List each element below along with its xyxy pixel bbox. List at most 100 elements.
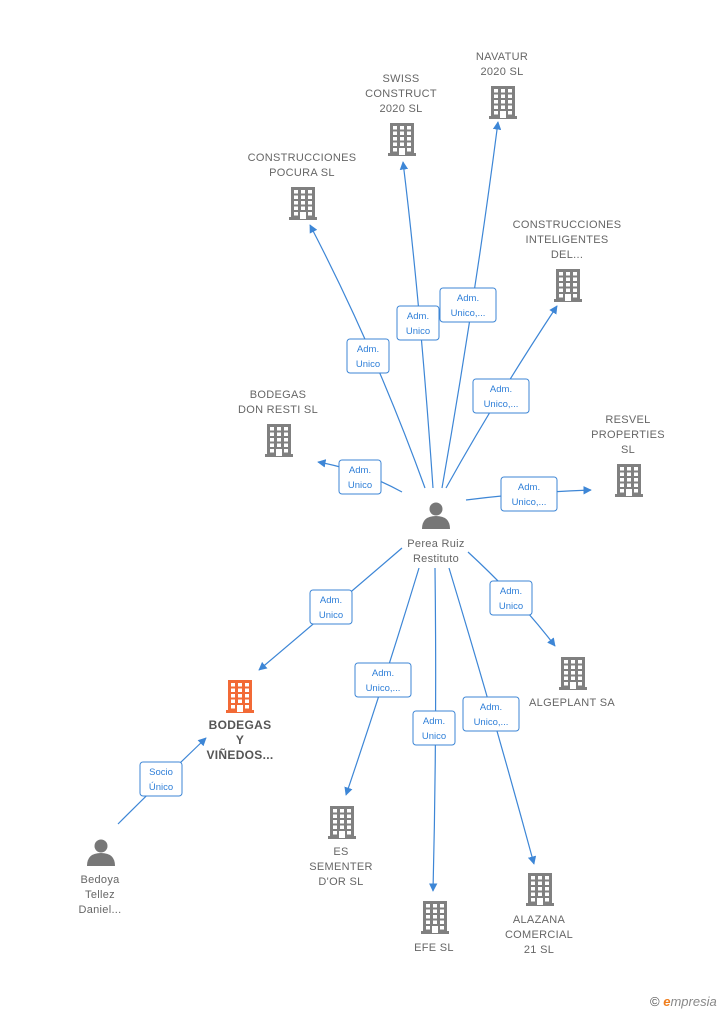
node-label-line: ALAZANA — [513, 914, 566, 926]
node-label-line: Daniel... — [78, 904, 121, 916]
edge-label[interactable]: Adm. Unico,... — [354, 662, 412, 698]
node-label-line: COMERCIAL — [505, 929, 573, 941]
node-label-line: PROPERTIES — [591, 429, 665, 441]
node-label-line: Tellez — [85, 889, 115, 901]
building-icon — [526, 873, 554, 906]
edge-label-box — [439, 287, 497, 323]
node-efe[interactable]: EFE SL — [414, 901, 454, 954]
edge-label-box — [472, 378, 530, 414]
node-label-line: D'OR SL — [318, 876, 363, 888]
edge-label-line: Unico,... — [512, 497, 547, 508]
node-pocura[interactable]: CONSTRUCCIONES POCURA SL — [248, 152, 357, 220]
edge-label-line: Adm. — [357, 344, 379, 355]
edge-label[interactable]: Adm.Unico — [412, 710, 456, 746]
node-label-line: CONSTRUCT — [365, 88, 437, 100]
edge-label-box — [346, 338, 390, 374]
edge-label-box — [489, 580, 533, 616]
edge-label-box — [354, 662, 412, 698]
edge-label-line: Adm. — [372, 668, 394, 679]
edge-label-line: Adm. — [518, 482, 540, 493]
edge-label[interactable]: Adm. Unico,... — [500, 476, 558, 512]
edge-label-line: Adm. — [480, 702, 502, 713]
building-icon — [489, 86, 517, 119]
building-icon — [265, 424, 293, 457]
node-label-line: ES — [333, 846, 348, 858]
edge-label-line: Unico,... — [366, 683, 401, 694]
edge-label-line: Unico,... — [474, 717, 509, 728]
edge-label-line: Adm. — [457, 293, 479, 304]
node-label-line: Restituto — [413, 553, 459, 565]
node-label-line: Y — [236, 733, 244, 747]
building-icon — [388, 123, 416, 156]
node-label-line: SWISS — [383, 73, 420, 85]
edge-label-box — [462, 696, 520, 732]
building-icon — [559, 657, 587, 690]
node-label-line: BODEGAS — [250, 389, 307, 401]
building-icon — [421, 901, 449, 934]
copyright-symbol: © — [650, 994, 660, 1009]
edge-label-line: Adm. — [423, 716, 445, 727]
edge-label-box — [139, 761, 183, 797]
node-label-line: NAVATUR — [476, 51, 528, 63]
node-label-line: DON RESTI SL — [238, 404, 318, 416]
node-label-line: CONSTRUCCIONES — [248, 152, 357, 164]
node-navatur[interactable]: NAVATUR 2020 SL — [476, 51, 528, 119]
edge-label-line: Unico — [406, 326, 430, 337]
edge-label-line: Adm. — [349, 465, 371, 476]
edge-label-line: Socio — [149, 767, 173, 778]
building-icon — [289, 187, 317, 220]
edge-label[interactable]: Adm.Unico — [396, 305, 440, 341]
edge-label-line: Adm. — [490, 384, 512, 395]
building-icon — [554, 269, 582, 302]
person-icon — [87, 839, 115, 866]
node-label-line: 2020 SL — [480, 66, 523, 78]
edge-label-line: Unico — [319, 610, 343, 621]
node-swiss[interactable]: SWISS CONSTRUCT 2020 SL — [365, 73, 437, 156]
node-bedoya[interactable]: BedoyaTellezDaniel... — [78, 839, 121, 917]
node-label-line: INTELIGENTES — [525, 234, 608, 246]
brand-name: mpresia — [670, 994, 717, 1009]
edge-label[interactable]: Adm. Unico — [338, 459, 382, 495]
edge-label-line: Unico,... — [484, 399, 519, 410]
node-inteligentes[interactable]: CONSTRUCCIONESINTELIGENTESDEL... — [513, 219, 622, 302]
node-label-line: ALGEPLANT SA — [529, 697, 615, 709]
edge-label-line: Adm. — [500, 586, 522, 597]
node-label-line: Bedoya — [80, 874, 120, 886]
node-label-line: 21 SL — [524, 944, 554, 956]
node-bodegasy[interactable]: BODEGASYVIÑEDOS... — [206, 680, 273, 762]
edge-label-line: Unico — [356, 359, 380, 370]
edge-label-box — [412, 710, 456, 746]
edge-label[interactable]: Adm. Unico — [346, 338, 390, 374]
edge-label-box — [309, 589, 353, 625]
edge-label-line: Unico — [499, 601, 523, 612]
edge-label-line: Unico,... — [451, 308, 486, 319]
edge-label-line: Unico — [348, 480, 372, 491]
edge-label[interactable]: Adm. Unico — [489, 580, 533, 616]
edge-label[interactable]: Adm.Unico — [309, 589, 353, 625]
building-icon — [226, 680, 254, 713]
edge-label[interactable]: Adm. Unico,... — [472, 378, 530, 414]
node-label-line: POCURA SL — [269, 167, 335, 179]
node-label-line: BODEGAS — [209, 718, 272, 732]
node-label-line: 2020 SL — [379, 103, 422, 115]
brand-footer[interactable]: © empresia — [650, 994, 717, 1009]
node-donresti[interactable]: BODEGAS DON RESTI SL — [238, 389, 318, 457]
edge-label-line: Único — [149, 782, 173, 793]
person-icon — [422, 502, 450, 529]
node-alazana[interactable]: ALAZANA COMERCIAL 21 SL — [505, 873, 573, 956]
edge-label-box — [396, 305, 440, 341]
node-label-line: SL — [621, 444, 635, 456]
node-label-line: Perea Ruiz — [407, 538, 464, 550]
node-label-line: DEL... — [551, 249, 583, 261]
building-icon — [328, 806, 356, 839]
edge-label[interactable]: Adm. Unico,... — [439, 287, 497, 323]
edge-label[interactable]: Adm. Unico,... — [462, 696, 520, 732]
brand-initial: e — [663, 994, 671, 1009]
building-icon — [615, 464, 643, 497]
node-algeplant[interactable]: ALGEPLANT SA — [529, 657, 615, 709]
